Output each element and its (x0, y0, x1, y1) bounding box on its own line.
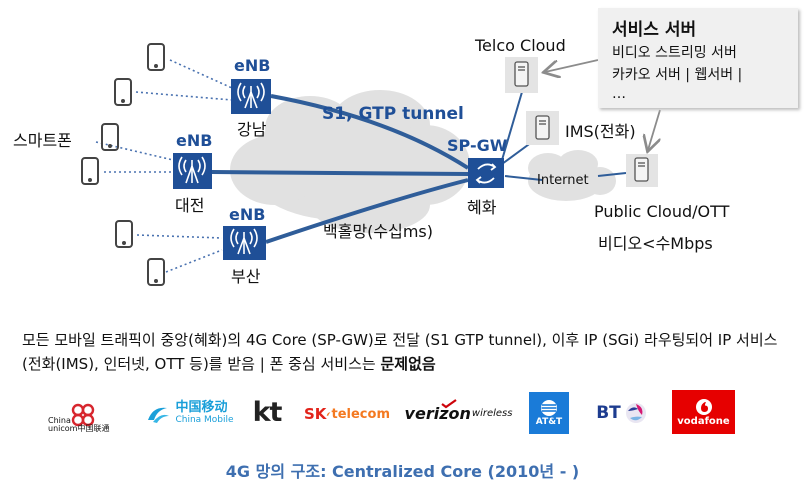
phone-icon (147, 258, 165, 286)
vodafone-text: vodafone (677, 415, 730, 427)
gtp-tunnels (211, 94, 470, 244)
ims-server-icon (526, 111, 559, 145)
verizon-text: verizon (404, 403, 471, 423)
enb-busan (223, 226, 266, 260)
description: 모든 모바일 트래픽이 중앙(혜화)의 4G Core (SP-GW)로 전달 … (22, 328, 792, 376)
public-cloud-server-icon (626, 154, 658, 187)
vodafone-quote-icon (695, 398, 712, 415)
description-emphasis: 문제없음 (380, 355, 436, 373)
bt-logo: BT (592, 396, 652, 430)
att-logo: AT&T (529, 392, 569, 434)
phone-icon (147, 43, 165, 71)
sk-telecom-logo: SK telecom (304, 399, 390, 429)
backhaul-label: 백홀망(수십ms) (323, 222, 434, 241)
enb-city-gangnam: 강남 (237, 120, 267, 139)
callout-line-2: 카카오 서버 | 웹서버 | (612, 67, 743, 83)
description-text: 모든 모바일 트래픽이 중앙(혜화)의 4G Core (SP-GW)로 전달 … (22, 331, 778, 373)
phone-icon (81, 157, 99, 185)
spgw-router (468, 158, 504, 188)
phone-icon (114, 78, 132, 106)
spgw-label: SP-GW (447, 136, 508, 155)
enb-gangnam (231, 79, 271, 114)
spgw-city: 혜화 (467, 198, 497, 217)
china-unicom-text-1: China (48, 416, 71, 425)
telco-cloud-label: Telco Cloud (475, 36, 566, 55)
att-globe-icon (541, 400, 557, 416)
internet-cloud (528, 150, 616, 201)
antenna-icon (230, 228, 258, 255)
tunnel-label: S1, GTP tunnel (322, 104, 464, 124)
phone-icon (101, 123, 119, 151)
callout-arrows (545, 59, 661, 150)
callout-title: 서비스 서버 (612, 20, 697, 40)
ims-label: IMS(전화) (565, 122, 636, 141)
sgi-links (501, 91, 627, 181)
enb-city-daejeon: 대전 (175, 196, 205, 215)
phone-icon (115, 220, 133, 248)
china-mobile-logo: 中国移动 China Mobile (142, 397, 237, 431)
page-caption: 4G 망의 구조: Centralized Core (2010년 - ) (225, 462, 580, 481)
att-text: AT&T (535, 417, 563, 427)
smartphone-label: 스마트폰 (13, 131, 72, 150)
verizon-logo: verizon wireless (405, 397, 512, 429)
china-mobile-swirl-icon (148, 407, 170, 423)
china-mobile-en: China Mobile (175, 415, 234, 425)
telco-cloud-server-icon (505, 57, 538, 93)
sk-butterfly-icon (327, 412, 331, 416)
sk-telecom-text: telecom (331, 406, 391, 422)
antenna-icon (237, 82, 265, 109)
bt-piper-icon (625, 403, 646, 423)
callout-line-1: 비디오 스트리밍 서버 (612, 45, 737, 61)
antenna-icon (178, 156, 206, 184)
vodafone-logo: vodafone (672, 390, 735, 434)
enb-city-busan: 부산 (231, 267, 261, 286)
public-cloud-label: Public Cloud/OTT (594, 202, 730, 221)
kt-logo: kt (250, 395, 284, 429)
public-cloud-speed: 비디오<수Mbps (598, 234, 713, 253)
internet-label: Internet (537, 173, 589, 188)
unicom-knot-icon (71, 403, 95, 427)
enb-daejeon (173, 153, 212, 189)
enb-label-busan: eNB (229, 205, 266, 224)
smartphones (81, 43, 165, 286)
china-mobile-cn: 中国移动 (175, 400, 228, 415)
sk-text: SK (304, 405, 327, 423)
bt-text: BT (596, 403, 621, 423)
china-unicom-logo: China unicom中国联通 (48, 395, 118, 435)
china-unicom-text-2: unicom中国联通 (48, 424, 110, 433)
radio-links (95, 59, 233, 273)
kt-text: kt (252, 396, 283, 428)
network-diagram (81, 43, 661, 286)
verizon-wireless-text: wireless (471, 407, 513, 419)
enb-label-daejeon: eNB (176, 131, 213, 150)
verizon-check-icon (441, 399, 457, 409)
router-icon (475, 163, 497, 184)
service-server-callout: 서비스 서버 비디오 스트리밍 서버 카카오 서버 | 웹서버 | … (598, 8, 798, 108)
callout-line-3: … (612, 86, 626, 102)
enb-label-gangnam: eNB (234, 56, 271, 75)
